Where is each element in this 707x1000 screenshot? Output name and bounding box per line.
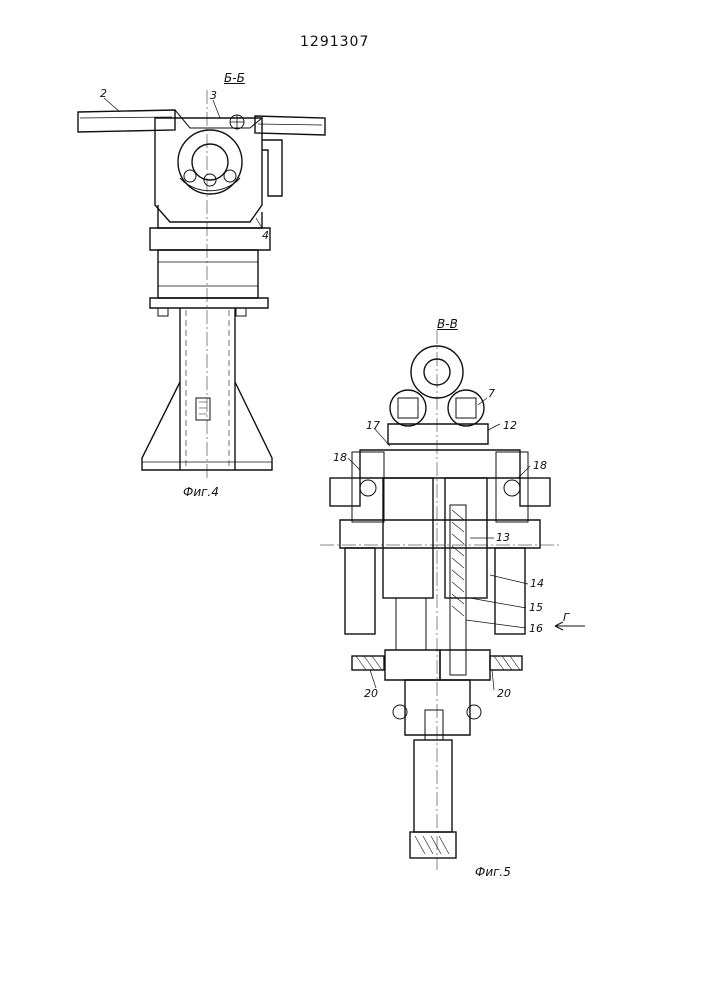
fig5-callout-14: 14 — [530, 578, 544, 589]
fig5-callout-12: 12 — [503, 420, 517, 431]
cylinder-left — [345, 548, 375, 634]
fig5-callout-15: 15 — [529, 602, 543, 613]
fig5-callout-20-right: 20 — [497, 688, 511, 699]
bracket-right — [520, 478, 550, 506]
fig5-callout-18-right: 18 — [533, 460, 547, 471]
fig5-callout-16: 16 — [529, 623, 543, 634]
fig5-callout-7: 7 — [488, 388, 495, 399]
fig5-section-label: В-В — [437, 318, 458, 330]
fig5-caption: Фиг.5 — [475, 866, 511, 878]
lower-arm — [414, 740, 452, 832]
fig5-callout-13: 13 — [496, 532, 510, 543]
frame-plate — [340, 520, 540, 548]
fig5-callout-20-left: 20 — [364, 688, 378, 699]
roller-left — [390, 390, 426, 426]
roller-right — [448, 390, 484, 426]
fig5-callout-17: 17 — [366, 420, 380, 431]
fig5-callout-18-left: 18 — [333, 452, 347, 463]
cylinder-right — [495, 548, 525, 634]
shaft-housing-left — [383, 478, 433, 598]
pad-left — [352, 656, 384, 670]
pad-right — [490, 656, 522, 670]
bracket-left — [330, 478, 360, 506]
fig5-view-arrow-label: Г — [563, 612, 569, 623]
lower-jaw — [410, 832, 456, 858]
